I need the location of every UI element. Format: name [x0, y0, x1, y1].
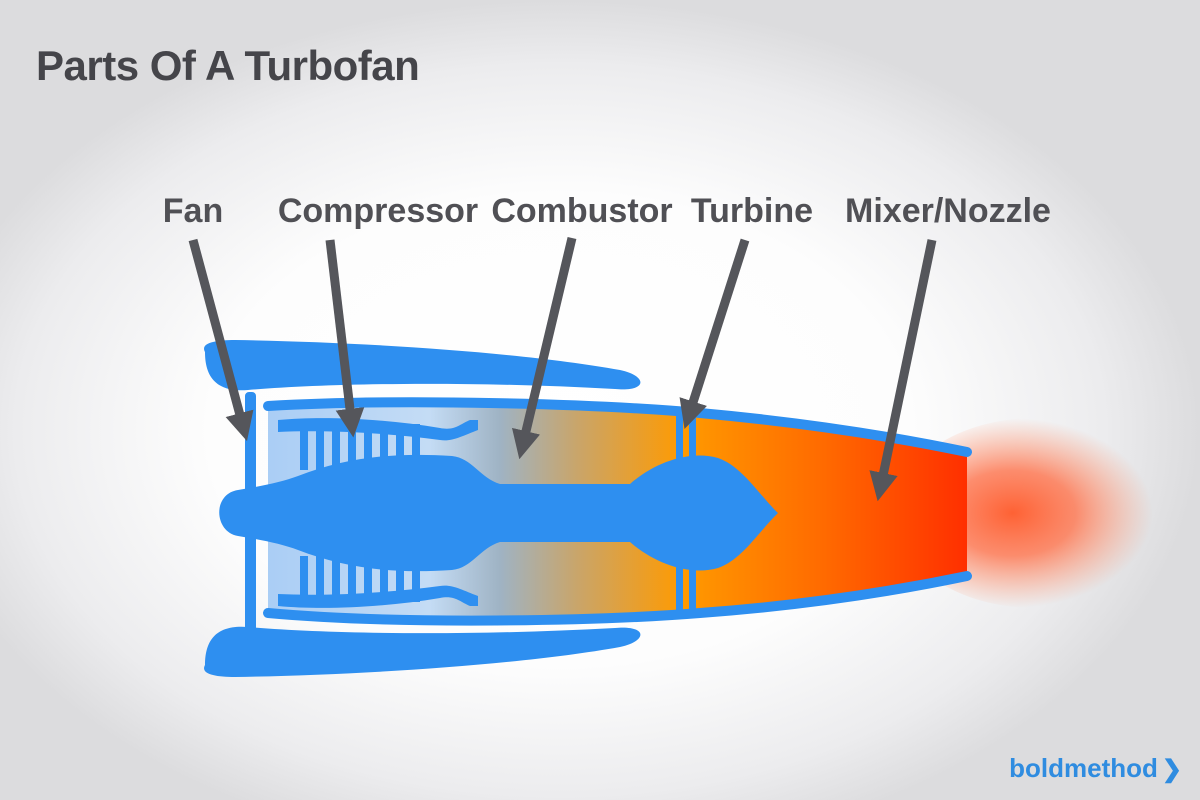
compressor-arrow: [325, 239, 365, 438]
combustor-arrow: [511, 236, 577, 460]
compressor-casing-upper: [278, 418, 478, 441]
mixer-nozzle-arrow: [869, 239, 937, 502]
turbine-stage: [676, 416, 696, 610]
fan-label: Fan: [163, 192, 223, 230]
compressor-casing-lower: [278, 585, 478, 608]
chevron-right-icon: ❯: [1161, 756, 1182, 783]
turbine-arrow: [679, 238, 750, 429]
page-title: Parts Of A Turbofan: [36, 42, 420, 89]
brand-name: boldmethod: [1009, 753, 1158, 783]
engine-spool: [219, 454, 779, 572]
core-duct-outline-bottom: [263, 571, 972, 626]
mixer-nozzle-label: Mixer/Nozzle: [845, 192, 1051, 230]
nacelle-upper: [204, 340, 641, 391]
brand-logo: boldmethod❯: [1009, 753, 1182, 784]
compressor-blades-upper: [300, 424, 420, 470]
turbine-label: Turbine: [691, 192, 813, 230]
nacelle-lower: [204, 626, 641, 677]
combustor-label: Combustor: [491, 192, 672, 230]
compressor-label: Compressor: [278, 192, 478, 230]
compressor-blades-lower: [300, 556, 420, 602]
fan-arrow: [188, 238, 254, 442]
